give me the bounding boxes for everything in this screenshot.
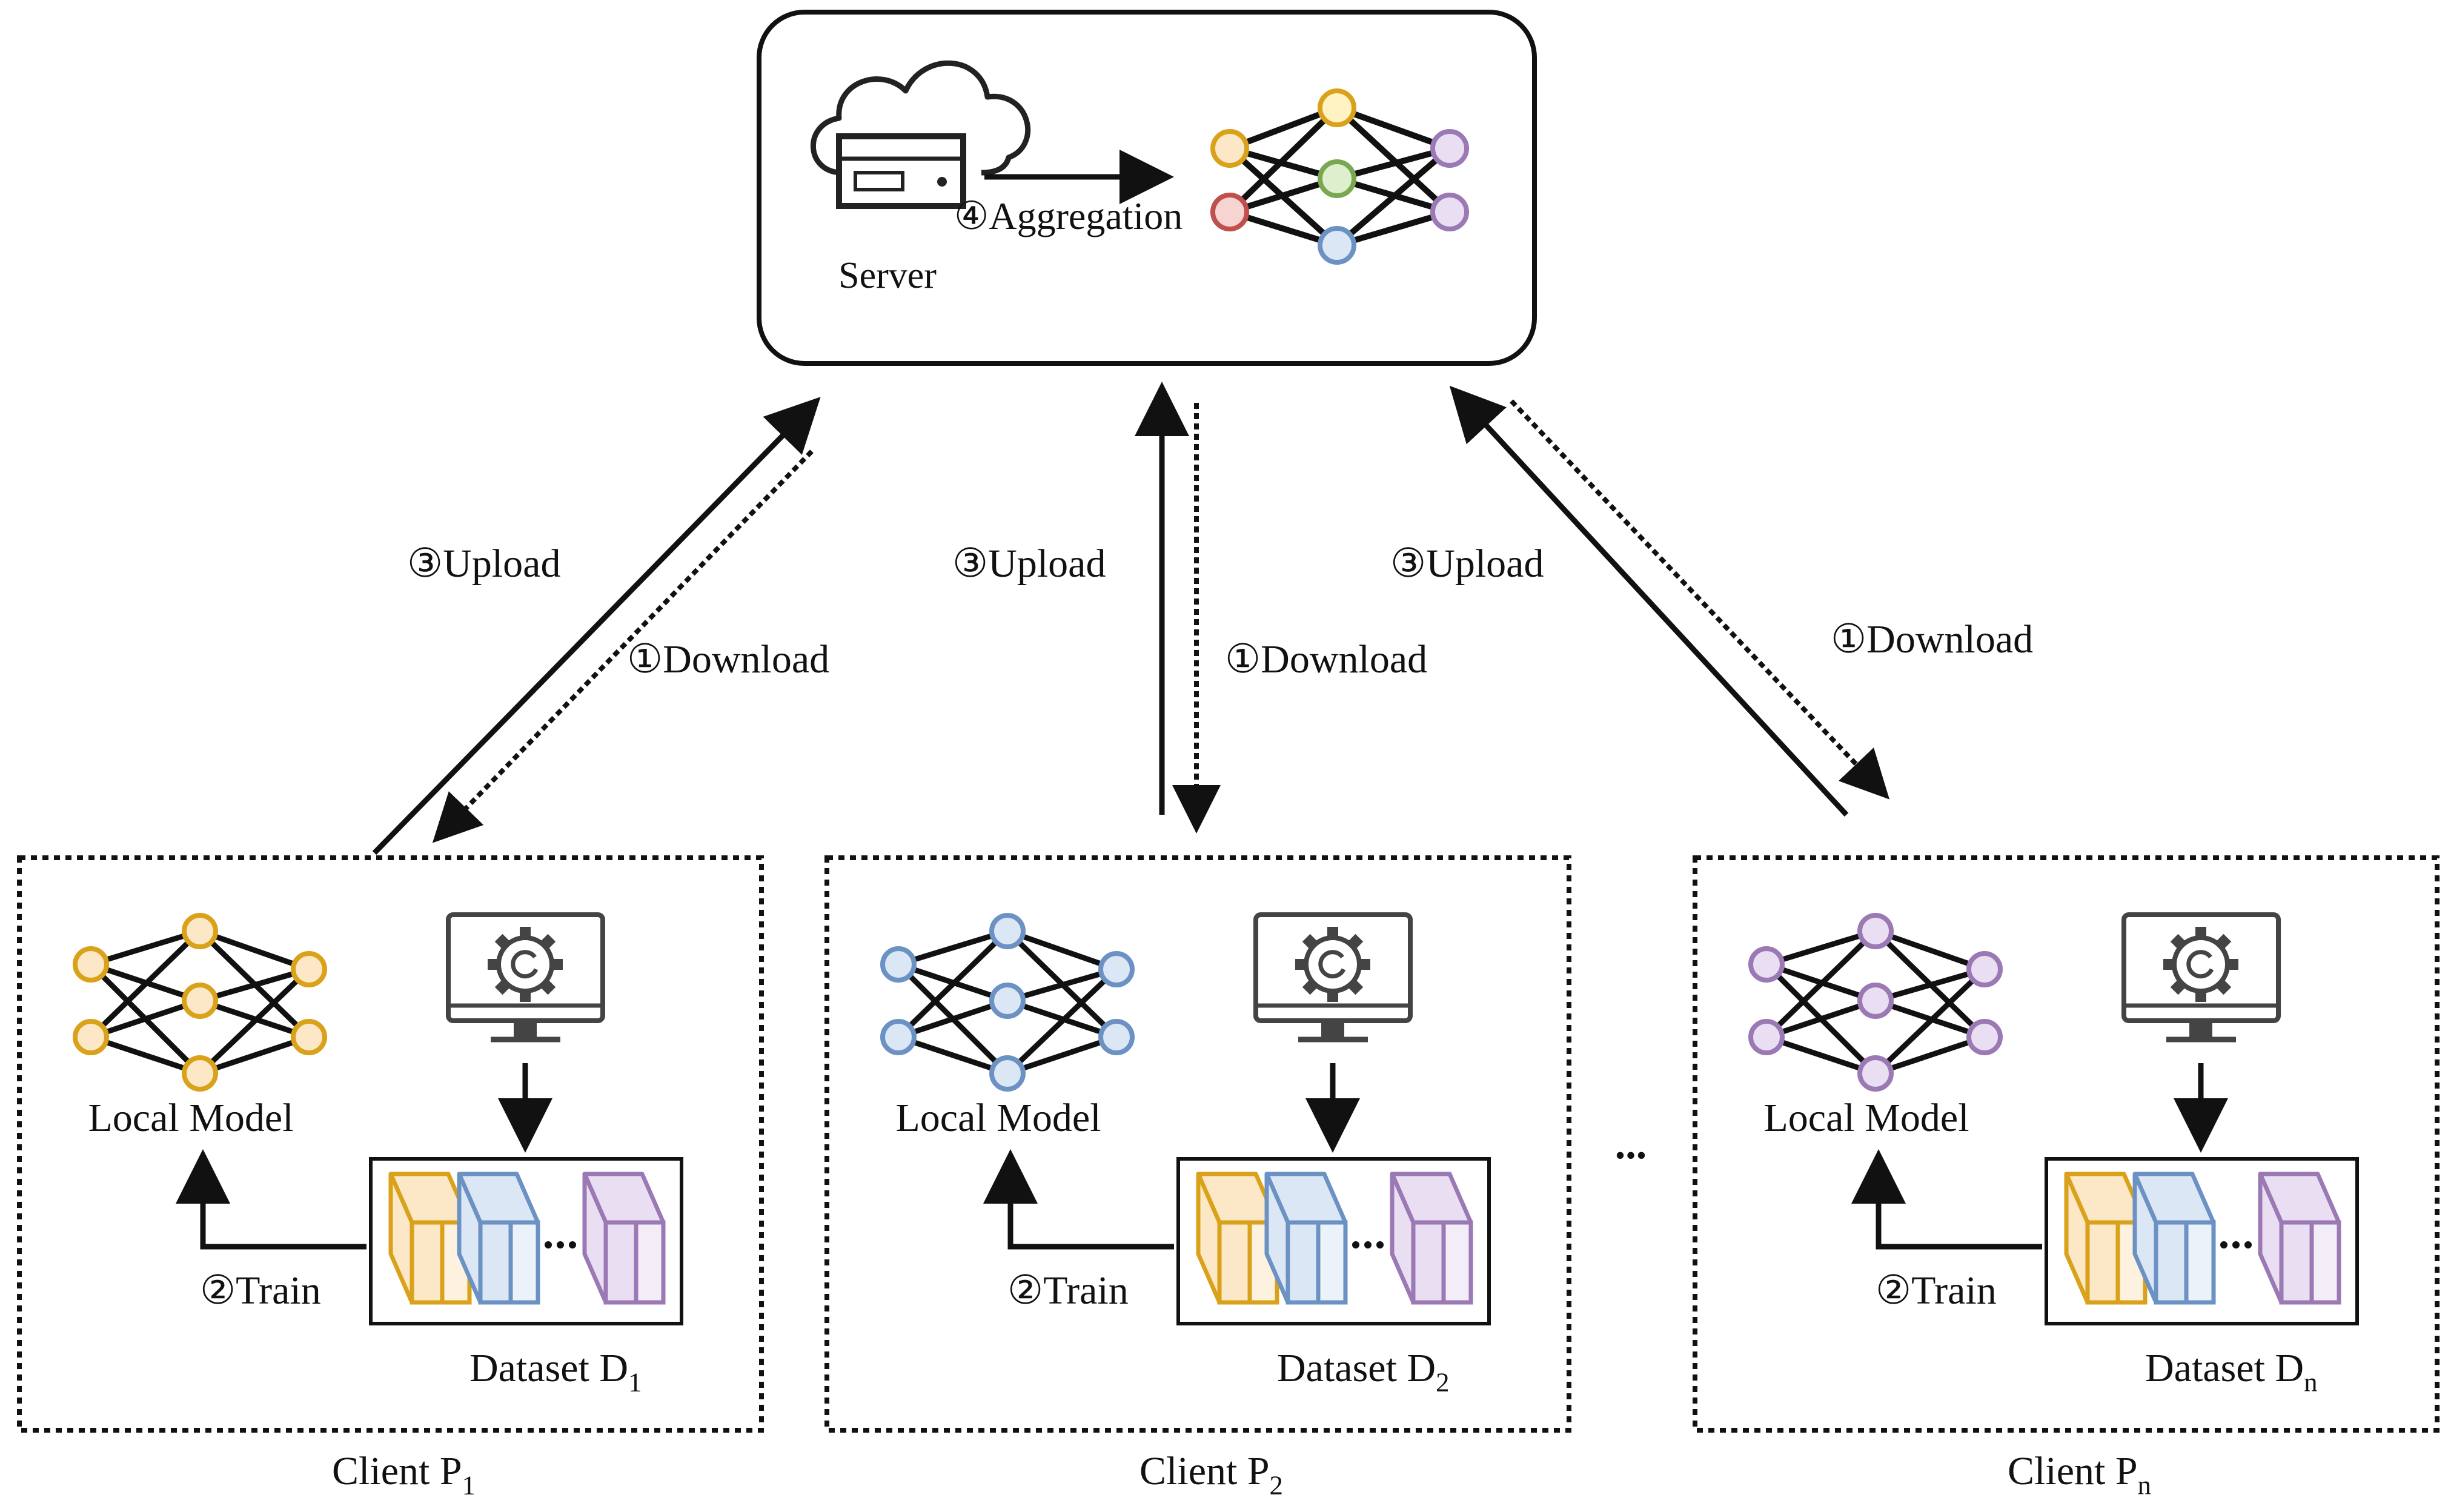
dataset-layer-icon: [1264, 1172, 1348, 1305]
upload-arrow-client-n: [1449, 385, 1849, 817]
client-panel-border: [17, 855, 764, 1433]
dataset-box: [369, 1157, 683, 1325]
cloud-server-icon: [810, 60, 1031, 209]
clients-ellipsis: ...: [1615, 1121, 1647, 1168]
upload-arrow-client-1: [372, 397, 821, 855]
dataset-layer-icon: [457, 1172, 540, 1305]
dataset-layer-icon: [582, 1172, 666, 1305]
upload-label-client-n: ③Upload: [1390, 542, 1544, 586]
dataset-layer-icon: [1390, 1172, 1473, 1305]
upload-label-client-2: ③Upload: [952, 542, 1106, 586]
local-model-icon: [1748, 913, 2003, 1092]
dataset-layer-icon: [2132, 1172, 2216, 1305]
train-arrow: [983, 1149, 1174, 1250]
computer-gear-icon: [1253, 912, 1413, 1043]
dataset-layer-icon: [2258, 1172, 2341, 1305]
global-model-icon: [1210, 88, 1469, 265]
local-model-label: Local Model: [88, 1096, 293, 1140]
local-model-label: Local Model: [895, 1096, 1101, 1140]
download-arrow-client-1: [432, 449, 814, 843]
aggregation-label: ④Aggregation: [954, 194, 1183, 237]
download-arrow-client-n: [1510, 399, 1890, 800]
client-label: Client P1: [332, 1449, 476, 1500]
local-model-label: Local Model: [1763, 1096, 1969, 1140]
local-model-icon: [880, 913, 1135, 1092]
train-arrow: [176, 1149, 367, 1250]
download-label-client-n: ①Download: [1831, 617, 2033, 662]
dataset-box: [2045, 1157, 2359, 1325]
computer-gear-icon: [2121, 912, 2281, 1043]
server-box: Server ④Aggregation: [757, 10, 1537, 366]
client-label: Client P2: [1139, 1449, 1283, 1500]
dataset-label: Dataset D2: [1277, 1346, 1450, 1398]
client-label: Client Pn: [2008, 1449, 2151, 1500]
client-panel-border: [1693, 855, 2440, 1433]
download-label-client-2: ①Download: [1225, 637, 1427, 681]
server-label: Server: [838, 255, 937, 296]
upload-label-client-1: ③Upload: [407, 542, 560, 586]
download-label-client-1: ①Download: [627, 637, 829, 681]
train-label: ②Train: [200, 1268, 321, 1313]
local-model-icon: [73, 913, 327, 1092]
computer-gear-icon: [446, 912, 605, 1043]
client-panel-border: [824, 855, 1571, 1433]
train-arrow: [1851, 1149, 2042, 1250]
dataset-layer-icon: [1196, 1172, 1279, 1305]
dataset-layer-icon: [388, 1172, 472, 1305]
train-label: ②Train: [1876, 1268, 1997, 1313]
dataset-label: Dataset D1: [469, 1346, 642, 1398]
dataset-box: [1176, 1157, 1491, 1325]
dataset-label: Dataset Dn: [2145, 1346, 2318, 1398]
train-label: ②Train: [1007, 1268, 1129, 1313]
